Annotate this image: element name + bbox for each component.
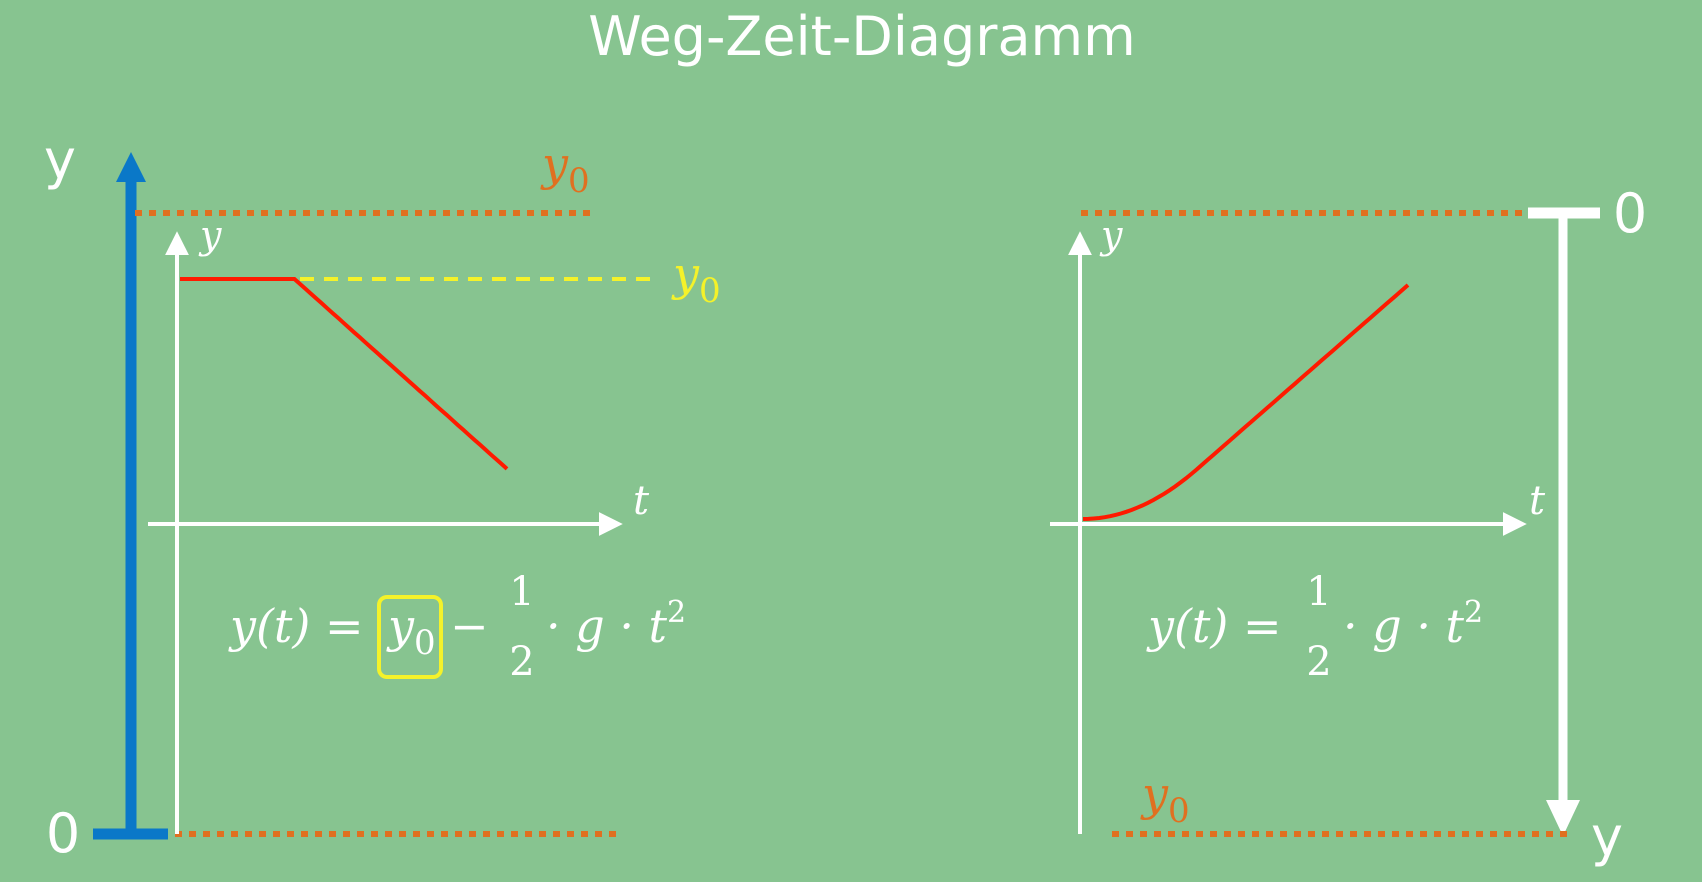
fraction-numerator-right: 1 [1306,569,1331,615]
right-formula: y(t) = 1 2 · g · t2 [1146,569,1483,685]
downward-arrow-icon [1546,800,1580,836]
highlight-box [377,595,443,679]
graph-y-axis-label: y [198,213,222,257]
depth-axis-zero-label: 0 [1613,182,1647,245]
formula-boxed-term: y0 [386,599,436,663]
diagram-title: Weg-Zeit-Diagramm [588,5,1136,68]
graph-y-axis-label-right: y [1099,213,1123,257]
fraction-denominator: 2 [509,639,534,685]
formula-lhs-right: y(t) = [1146,599,1282,653]
formula-minus: − [450,599,489,653]
graph-t-axis-label-right: t [1529,478,1546,524]
formula-lhs: y(t) = [228,599,364,653]
left-formula: y(t) = y0 − 1 2 · g · t2 [228,569,686,685]
formula-rest: · g · t2 [546,595,686,653]
left-panel: y 0 y0 y t y0 y(t) = y0 − 1 2 · g · t2 [44,128,721,865]
fraction-numerator: 1 [509,569,534,615]
right-panel: 0 y y0 y t y(t) = 1 2 · g · t2 [1050,182,1647,868]
top-reference-label: y0 [540,137,590,201]
fraction-denominator-right: 2 [1306,639,1331,685]
falling-curve [180,277,509,471]
bottom-reference-label: y0 [1140,767,1190,831]
start-height-label: y0 [671,247,721,311]
depth-axis-label: y [1591,805,1623,868]
upward-arrow-icon [116,152,146,182]
graph-t-axis-label: t [633,478,650,524]
formula-rest-right: · g · t2 [1343,595,1483,653]
height-axis-zero-label: 0 [46,802,80,865]
rising-curve [1082,283,1410,521]
height-axis-label: y [44,128,76,191]
